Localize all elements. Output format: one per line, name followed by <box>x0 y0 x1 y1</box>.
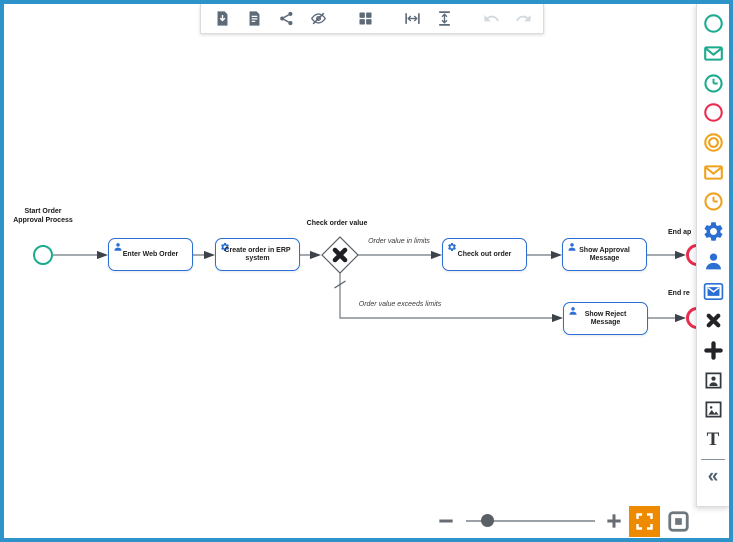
flow-gateway-to-reject <box>339 273 563 323</box>
task-label: Enter Web Order <box>122 250 179 258</box>
collapse-palette-button[interactable]: « <box>707 465 719 487</box>
zoom-slider-knob[interactable] <box>481 514 494 527</box>
exclusive-gateway-node[interactable] <box>321 236 359 274</box>
palette-image[interactable] <box>697 395 729 425</box>
palette-text-annotation[interactable]: T <box>706 428 720 450</box>
flow-label-reject: Order value exceeds limits <box>358 301 442 308</box>
palette-separator <box>701 459 725 461</box>
default-flow-marker <box>334 280 346 289</box>
task-label: Create order in ERP system <box>224 246 291 262</box>
undo-icon[interactable] <box>483 10 500 27</box>
palette-message-start-event[interactable] <box>697 39 729 69</box>
fit-to-screen-button[interactable] <box>629 506 660 537</box>
palette-intermediate-event[interactable] <box>697 128 729 158</box>
palette-user-task[interactable] <box>697 247 729 277</box>
share-icon[interactable] <box>278 10 295 27</box>
grid-layout-icon[interactable] <box>357 10 374 27</box>
task-enter-web-order[interactable]: Enter Web Order <box>108 238 193 271</box>
palette-service-task[interactable] <box>697 217 729 247</box>
distribute-horizontal-icon[interactable] <box>404 10 421 27</box>
task-label: Show Reject Message <box>584 310 627 326</box>
redo-icon[interactable] <box>515 10 532 27</box>
palette-start-event[interactable] <box>697 9 729 39</box>
palette-parallel-gateway[interactable] <box>697 336 729 366</box>
distribute-vertical-icon[interactable] <box>436 10 453 27</box>
end-event-approved-label: End ap <box>668 229 692 236</box>
task-show-reject-message[interactable]: Show Reject Message <box>563 302 648 335</box>
reset-view-button[interactable] <box>666 509 691 534</box>
palette-timer-intermediate-event[interactable] <box>697 187 729 217</box>
start-event-label: Start Order Approval Process <box>13 208 73 224</box>
task-label: Check out order <box>457 250 512 258</box>
palette-message-intermediate-event[interactable] <box>697 157 729 187</box>
top-toolbar <box>200 4 544 34</box>
task-show-approval-message[interactable]: Show Approval Message <box>562 238 647 271</box>
zoom-out-button[interactable] <box>436 511 456 531</box>
palette-send-task[interactable] <box>697 276 729 306</box>
start-event-node[interactable] <box>33 245 53 265</box>
gateway-label: Check order value <box>306 220 368 227</box>
end-event-rejected-label: End re <box>668 290 690 297</box>
task-check-out-order[interactable]: Check out order <box>442 238 527 271</box>
palette-end-event[interactable] <box>697 98 729 128</box>
palette-participant[interactable] <box>697 365 729 395</box>
zoom-slider-track[interactable] <box>466 520 595 522</box>
zoom-in-button[interactable] <box>604 511 624 531</box>
file-download-icon[interactable] <box>214 10 231 27</box>
palette-sidebar: T « <box>696 4 729 507</box>
flow-label-approve: Order value in limits <box>368 238 430 245</box>
file-report-icon[interactable] <box>246 10 263 27</box>
task-create-order-erp[interactable]: Create order in ERP system <box>215 238 300 271</box>
palette-exclusive-gateway[interactable] <box>697 306 729 336</box>
sequence-flows <box>53 236 686 323</box>
hide-preview-icon[interactable] <box>310 10 327 27</box>
palette-timer-start-event[interactable] <box>697 68 729 98</box>
task-label: Show Approval Message <box>579 246 630 262</box>
